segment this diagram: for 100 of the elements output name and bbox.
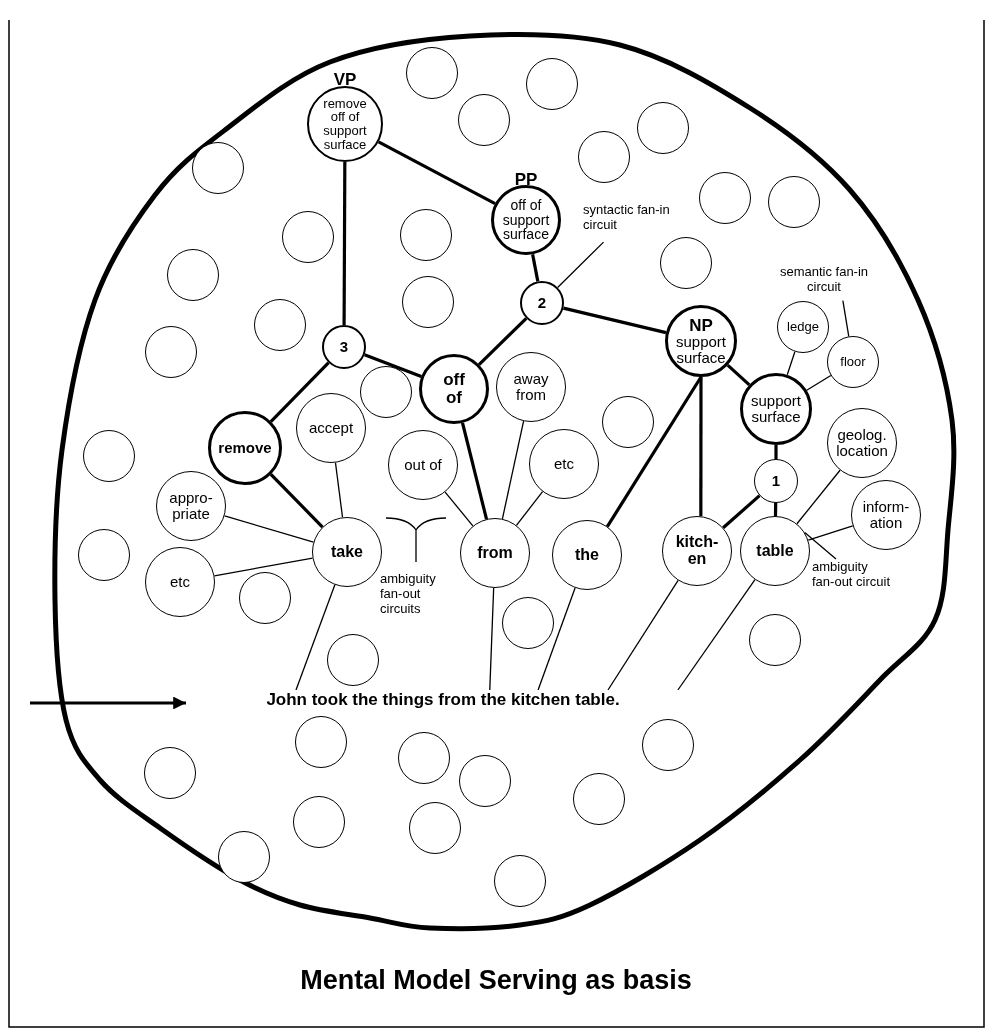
empty-circle <box>398 732 450 784</box>
empty-circle <box>459 755 511 807</box>
arrow <box>30 696 186 710</box>
empty-circle <box>192 142 244 194</box>
connector-line <box>531 254 540 282</box>
empty-circle <box>145 326 197 378</box>
circle-text: accept <box>308 420 354 436</box>
empty-circle <box>699 172 751 224</box>
empty-circle <box>502 597 554 649</box>
connector-line <box>796 469 841 525</box>
empty-circle <box>402 276 454 328</box>
circle-text: off of support surface <box>501 197 551 243</box>
connector-line <box>774 445 778 459</box>
circle-text: the <box>575 546 599 564</box>
circle-text: geolog. location <box>835 427 889 459</box>
phrase-label: NP <box>689 316 713 334</box>
circle-text: etc <box>554 456 574 472</box>
connector-line <box>269 361 330 423</box>
connector-line <box>773 502 778 517</box>
empty-circle <box>282 211 334 263</box>
empty-circle <box>406 47 458 99</box>
connector-line <box>607 579 679 691</box>
circle-text: 1 <box>771 473 781 489</box>
empty-circle <box>83 430 135 482</box>
empty-circle <box>409 802 461 854</box>
circle-text: remove off of support surface <box>322 96 368 152</box>
empty-circle <box>573 773 625 825</box>
concept-circle <box>740 516 810 586</box>
empty-circle <box>400 209 452 261</box>
connector-line <box>806 374 832 391</box>
circle-text: remove <box>218 440 272 456</box>
phrase-label: PP <box>513 171 539 188</box>
connector-line <box>563 306 667 335</box>
connector-line <box>489 587 495 691</box>
concept-circle <box>662 516 732 586</box>
connector-line <box>726 364 751 386</box>
empty-circle <box>602 396 654 448</box>
concept-circle <box>777 301 829 353</box>
empty-circle <box>642 719 694 771</box>
empty-circle <box>749 614 801 666</box>
empty-circle <box>239 572 291 624</box>
empty-circle <box>293 796 345 848</box>
concept-circle <box>754 459 798 503</box>
circle-text: away from <box>512 371 550 403</box>
empty-circle <box>578 131 630 183</box>
concept-circle <box>322 325 366 369</box>
connector-line <box>722 494 761 529</box>
concept-circle <box>740 373 812 445</box>
empty-circle <box>144 747 196 799</box>
empty-circle <box>494 855 546 907</box>
leader-line <box>557 241 605 289</box>
empty-circle <box>327 634 379 686</box>
connector-line <box>364 353 422 378</box>
empty-circle <box>637 102 689 154</box>
concept-circle <box>520 281 564 325</box>
connector-line <box>377 140 496 205</box>
empty-circle <box>167 249 219 301</box>
connector-line <box>501 420 525 520</box>
connector-line <box>677 579 756 691</box>
annotation-text: ambiguity fan-out circuits <box>380 572 437 617</box>
empty-circle <box>526 58 578 110</box>
connector-line <box>269 473 324 529</box>
connector-line <box>295 584 336 691</box>
empty-circle <box>295 716 347 768</box>
circle-text: ledge <box>787 320 819 334</box>
connector-line <box>515 491 544 526</box>
empty-circle <box>254 299 306 351</box>
empty-circle <box>660 237 712 289</box>
empty-circle <box>360 366 412 418</box>
concept-circle <box>208 411 282 485</box>
connector-line <box>213 557 314 577</box>
connector-line <box>786 351 796 376</box>
empty-circle <box>458 94 510 146</box>
connector-line <box>342 162 347 325</box>
circle-text: appro- priate <box>168 490 214 522</box>
empty-circle <box>218 831 270 883</box>
connector-line <box>699 377 703 517</box>
leader-line <box>842 300 850 337</box>
connector-line <box>223 515 315 543</box>
circle-text: support surface <box>674 333 727 366</box>
empty-circle <box>78 529 130 581</box>
circle-text: kitch- en <box>674 534 720 568</box>
concept-circle <box>827 336 879 388</box>
connector-line <box>334 462 344 518</box>
circle-text: take <box>331 543 363 561</box>
connector-line <box>444 491 474 527</box>
concept-circle <box>296 393 366 463</box>
circle-text: off of <box>442 371 466 407</box>
circle-text: out of <box>404 457 442 473</box>
circle-text: table <box>756 542 794 560</box>
connector-line <box>537 587 576 691</box>
circle-text: support surface <box>749 393 802 425</box>
diagram-title: Mental Model Serving as basis <box>300 965 692 995</box>
connector-line <box>477 317 528 366</box>
circle-text: 3 <box>339 339 349 355</box>
circle-text: inform- ation <box>861 499 911 531</box>
circle-text: 2 <box>537 295 547 311</box>
connector-line <box>460 422 489 520</box>
circle-text: etc <box>170 574 190 590</box>
empty-circle <box>768 176 820 228</box>
